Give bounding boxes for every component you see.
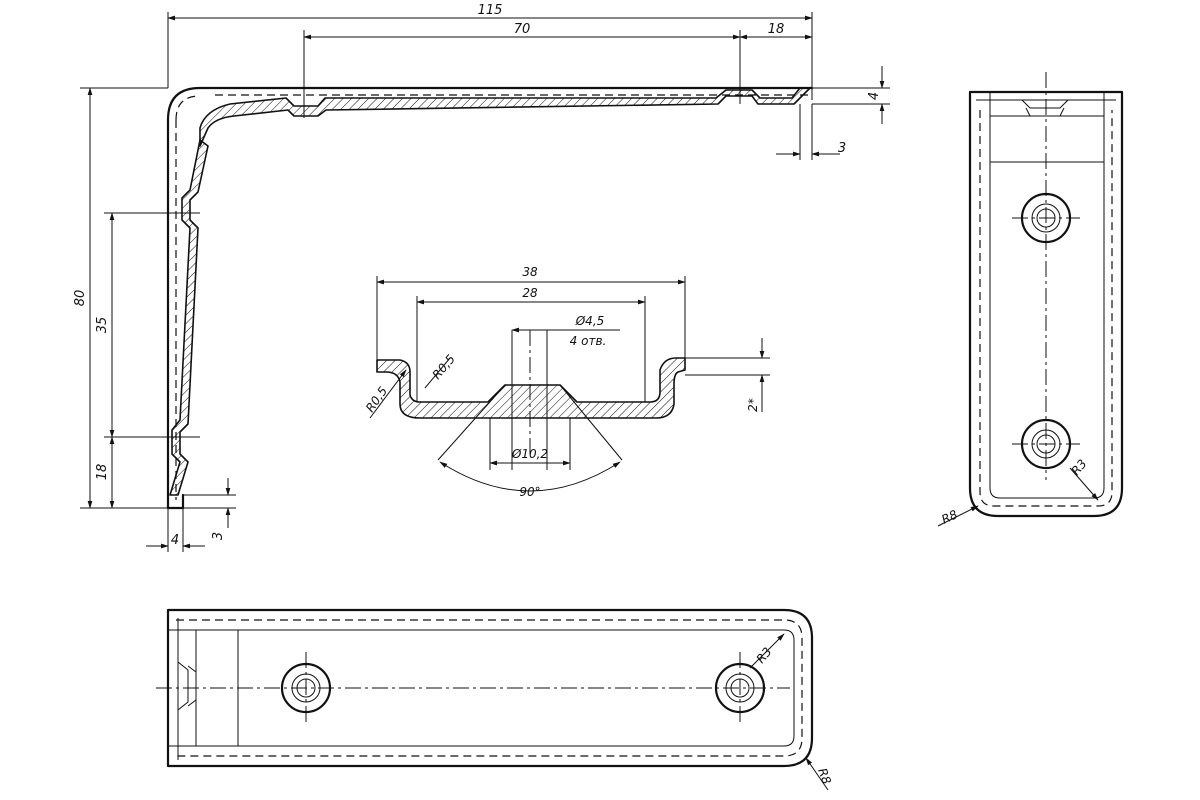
dim-angle: 90° (519, 485, 540, 499)
dim-countersink: Ø10,2 (511, 447, 548, 461)
dim-hole-count: 4 отв. (570, 334, 607, 348)
bracket-outer-contour (166, 86, 814, 510)
side-outer-contour (968, 90, 1124, 518)
dim-bottom-3: 3 (211, 532, 226, 540)
bottom-radius-outer: R8 (815, 766, 834, 786)
dim-length-70: 70 (514, 22, 531, 37)
dim-section-28: 28 (522, 286, 538, 300)
dim-radius-left: R0,5 (363, 384, 390, 414)
side-view: R3 R8 (937, 72, 1124, 527)
bracket-arm-section (199, 87, 811, 147)
dim-bottom-4: 4 (171, 533, 179, 548)
dim-height-35: 35 (95, 317, 110, 334)
hidden-line-leg (175, 95, 201, 121)
front-view: 115 70 18 80 35 18 4 3 3 4 (73, 3, 890, 552)
dim-side-3: 3 (838, 141, 846, 156)
dim-total-length: 115 (478, 3, 503, 18)
dim-length-18: 18 (768, 22, 785, 37)
dim-radius-inner: R0,5 (430, 352, 458, 382)
dim-total-height: 80 (73, 290, 88, 307)
bottom-view: R3 R8 (156, 608, 834, 791)
dim-section-38: 38 (522, 265, 538, 279)
bottom-inner-contour (168, 629, 795, 747)
side-radius-inner: R3 (1069, 457, 1090, 478)
dim-side-4: 4 (867, 92, 882, 100)
dim-thickness: 2* (746, 398, 760, 412)
bracket-leg-section (169, 139, 209, 496)
section-detail: 38 28 Ø4,5 4 отв. R0,5 R0,5 Ø10,2 90° 2* (363, 265, 770, 499)
side-radius-outer: R8 (939, 507, 960, 527)
dim-hole-diameter: Ø4,5 (575, 314, 605, 328)
bottom-radius-inner: R3 (754, 645, 775, 666)
dim-height-18: 18 (95, 464, 110, 481)
side-inner-contour (989, 92, 1105, 499)
bottom-outer-contour (166, 608, 814, 768)
section-profile (376, 357, 686, 419)
